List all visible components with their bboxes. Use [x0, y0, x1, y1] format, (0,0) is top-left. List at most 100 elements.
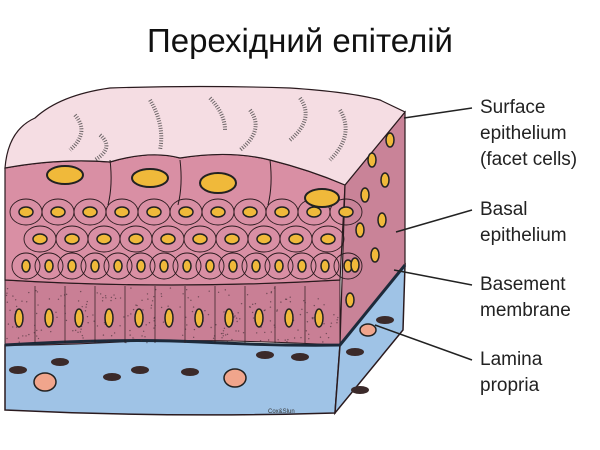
- nucleus: [307, 207, 321, 217]
- speckle: [304, 302, 305, 303]
- speckle: [22, 335, 23, 336]
- nucleus: [356, 223, 364, 237]
- speckle: [266, 293, 267, 294]
- fibroblast-nucleus: [256, 351, 274, 359]
- speckle: [152, 300, 153, 301]
- speckle: [236, 321, 237, 322]
- speckle: [103, 334, 104, 335]
- speckle: [193, 337, 194, 338]
- label-line: (facet cells): [480, 147, 577, 173]
- nucleus: [147, 207, 161, 217]
- speckle: [21, 300, 22, 301]
- nucleus: [114, 260, 122, 272]
- speckle: [105, 295, 106, 296]
- speckle: [154, 317, 155, 318]
- speckle: [9, 310, 10, 311]
- speckle: [285, 299, 286, 300]
- nucleus: [97, 234, 111, 244]
- nucleus: [195, 309, 203, 327]
- speckle: [330, 326, 331, 327]
- fibroblast-nucleus: [346, 348, 364, 356]
- speckle: [208, 314, 209, 315]
- speckle: [7, 302, 8, 303]
- speckle: [185, 317, 186, 318]
- speckle: [129, 330, 130, 331]
- speckle: [167, 306, 168, 307]
- label-basement-membrane: Basement membrane: [480, 272, 571, 324]
- speckle: [308, 334, 309, 335]
- nucleus: [275, 260, 283, 272]
- speckle: [241, 303, 242, 304]
- nucleus: [381, 173, 389, 187]
- speckle: [270, 320, 271, 321]
- nucleus: [137, 260, 145, 272]
- nucleus: [33, 234, 47, 244]
- speckle: [322, 341, 323, 342]
- speckle: [314, 305, 315, 306]
- nucleus: [305, 189, 339, 207]
- speckle: [15, 299, 16, 300]
- speckle: [161, 296, 162, 297]
- speckle: [153, 296, 154, 297]
- label-line: Surface: [480, 95, 577, 121]
- speckle: [306, 312, 307, 313]
- nucleus: [321, 260, 329, 272]
- speckle: [93, 321, 94, 322]
- speckle: [179, 306, 180, 307]
- speckle: [277, 339, 278, 340]
- nucleus: [115, 207, 129, 217]
- speckle: [7, 288, 8, 289]
- pointer-surface: [404, 108, 472, 118]
- speckle: [26, 301, 27, 302]
- speckle: [221, 337, 222, 338]
- speckle: [227, 334, 228, 335]
- speckle: [275, 342, 276, 343]
- speckle: [306, 330, 307, 331]
- nucleus: [105, 309, 113, 327]
- speckle: [34, 332, 35, 333]
- speckle: [113, 294, 114, 295]
- speckle: [133, 309, 134, 310]
- speckle: [87, 322, 88, 323]
- speckle: [274, 326, 275, 327]
- speckle: [323, 323, 324, 324]
- speckle: [102, 300, 103, 301]
- nucleus: [75, 309, 83, 327]
- nucleus: [135, 309, 143, 327]
- speckle: [82, 306, 83, 307]
- speckle: [333, 314, 334, 315]
- speckle: [300, 314, 301, 315]
- speckle: [249, 306, 250, 307]
- speckle: [87, 316, 88, 317]
- fibroblast-nucleus: [351, 386, 369, 394]
- speckle: [225, 289, 226, 290]
- speckle: [97, 292, 98, 293]
- speckle: [114, 332, 115, 333]
- nucleus: [225, 234, 239, 244]
- speckle: [16, 306, 17, 307]
- speckle: [287, 339, 288, 340]
- speckle: [106, 340, 107, 341]
- speckle: [331, 322, 332, 323]
- speckle: [66, 320, 67, 321]
- speckle: [163, 321, 164, 322]
- speckle: [144, 336, 145, 337]
- nucleus: [47, 166, 83, 184]
- speckle: [12, 295, 13, 296]
- speckle: [234, 315, 235, 316]
- speckle: [80, 291, 81, 292]
- speckle: [6, 293, 7, 294]
- speckle: [161, 293, 162, 294]
- speckle: [85, 306, 86, 307]
- speckle: [192, 311, 193, 312]
- nucleus: [346, 293, 354, 307]
- label-line: Lamina: [480, 347, 542, 373]
- speckle: [253, 317, 254, 318]
- speckle: [243, 332, 244, 333]
- label-surface-epithelium: Surface epithelium (facet cells): [480, 95, 577, 173]
- speckle: [337, 317, 338, 318]
- speckle: [256, 332, 257, 333]
- speckle: [235, 330, 236, 331]
- nucleus: [229, 260, 237, 272]
- speckle: [210, 327, 211, 328]
